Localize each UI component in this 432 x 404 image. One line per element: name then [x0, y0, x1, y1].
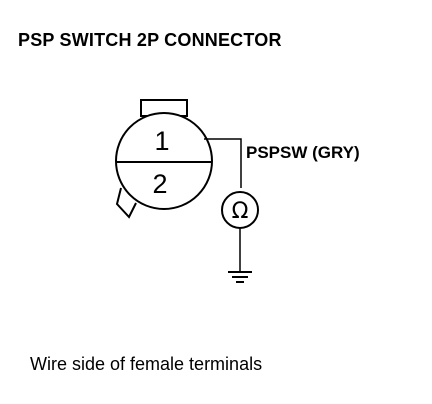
- pin-2-number: 2: [152, 169, 167, 199]
- ohm-symbol: Ω: [232, 199, 249, 224]
- diagram-caption: Wire side of female terminals: [30, 354, 263, 374]
- diagram-title: PSP SWITCH 2P CONNECTOR: [18, 30, 282, 50]
- connector-key-notch: [115, 187, 137, 219]
- pin-1-number: 1: [154, 126, 169, 156]
- wire-label: PSPSW (GRY): [246, 143, 360, 162]
- test-lead-wire: [204, 138, 242, 188]
- ground-symbol-icon: [228, 271, 252, 283]
